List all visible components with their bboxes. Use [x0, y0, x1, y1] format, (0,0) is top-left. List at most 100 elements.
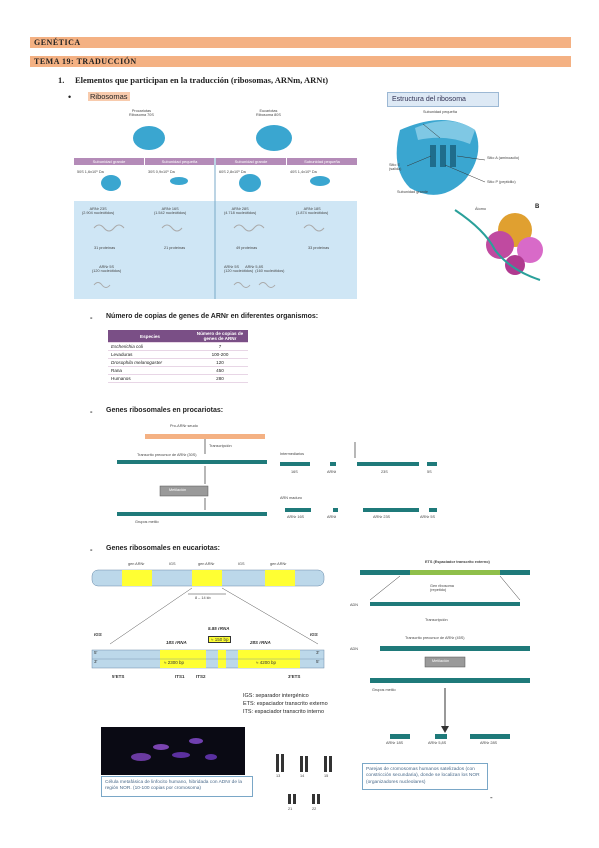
three-prime-top: 3'	[316, 650, 320, 655]
prok-small-subunit-shape	[170, 177, 188, 185]
caption-left: Célula metafásica de linfocito humano, h…	[101, 776, 253, 797]
euk-large-subunit-shape	[239, 174, 261, 192]
chromosome	[329, 756, 332, 772]
igs-label: IGS	[238, 562, 245, 566]
site-e	[430, 145, 436, 167]
ribosome-composition-svg	[74, 125, 357, 299]
chromosome	[300, 756, 303, 772]
igs-left: IGS	[94, 632, 102, 637]
legend-ets: ETS: espaciador transcrito externo	[243, 700, 328, 707]
label-its2: ITS2	[196, 674, 206, 679]
prok-top-label: Pro-ARNr seudo	[170, 424, 198, 428]
transcript-bar	[117, 460, 267, 464]
cell-copies: 120	[192, 358, 248, 367]
gene-label: gen ARNr	[198, 562, 215, 566]
label-150bp: ≈ 150 bp	[208, 636, 232, 643]
subject-label: GENÉTICA	[34, 38, 81, 47]
rna-strand	[454, 209, 541, 281]
legend-its: ITS: espaciador transcrito interno	[243, 708, 325, 715]
th-species: Especies	[108, 330, 192, 343]
precursor-bar	[380, 646, 530, 651]
inter-label: ARNt	[327, 470, 337, 474]
gene-label: gen ARNr	[128, 562, 145, 566]
gen-ribo: Gen ribosoma (repetido)	[430, 584, 454, 592]
inter-label: 23S	[381, 470, 388, 474]
metaphase-image	[101, 727, 245, 775]
zoom-line	[109, 587, 193, 645]
bullet-dot: •	[68, 92, 72, 102]
mature-label: ARNr 16S	[287, 515, 305, 519]
euk-ribosome-shape	[256, 125, 292, 151]
chrom-num: 22	[312, 807, 317, 811]
cell-copies: 450	[192, 366, 248, 375]
dna-bar	[145, 434, 265, 439]
gene-2	[192, 570, 222, 586]
prok-mature: ARN maduro	[280, 496, 302, 500]
final-label: ARNr 5,8S	[428, 741, 447, 745]
euk-title: Eucariotas Ribosoma 80S	[256, 109, 281, 117]
five-prime-bottom: 5'	[316, 659, 320, 664]
mass-euk-small: 40S 1,4x10⁶ Da	[290, 170, 317, 174]
chromosome	[324, 756, 327, 772]
proteins-prok-small: 21 proteínas	[164, 246, 186, 250]
cell-species: Levaduras	[108, 350, 192, 359]
intermediate-23s	[357, 462, 419, 466]
structure-title: Estructura del ribosoma	[387, 92, 499, 107]
euk-genes-heading: Genes ribosomales en eucariotas:	[106, 545, 220, 552]
legend-igs: IGS: separador intergénico	[243, 693, 309, 699]
protein-cluster	[517, 237, 543, 263]
prok-ribosome-shape	[133, 126, 165, 150]
intermediate-trna	[330, 462, 336, 466]
pointer-line	[422, 123, 441, 139]
euk-process-svg	[360, 570, 530, 739]
five-prime-top: 5'	[94, 650, 98, 655]
structure-svg	[396, 120, 543, 281]
euk-process-figure: ETS (Espaciador transcrito externo) Gen …	[350, 558, 540, 753]
subject-bar: GENÉTICA	[30, 37, 571, 48]
gene-label: gen ARNr	[270, 562, 287, 566]
chromosome	[276, 754, 279, 772]
final-18s	[390, 734, 410, 739]
copies-table: Especies Número de copias de genes de AR…	[108, 330, 248, 383]
protein-cluster	[505, 255, 525, 275]
euk-genes-svg	[91, 569, 325, 669]
pointer-line	[456, 155, 486, 161]
gene-highlight	[410, 570, 500, 575]
squiggle	[161, 224, 183, 232]
squiggle	[303, 224, 325, 232]
cell-species: Drosophila melanogaster	[108, 358, 192, 367]
table-header-row: Especies Número de copias de genes de AR…	[108, 330, 248, 343]
rrna-euk-small: ARNr 18S (1.874 nucleótidos)	[296, 207, 329, 215]
dash-marker: -	[90, 313, 93, 322]
header-euk-large: Subunidad grande	[216, 158, 286, 165]
pointer-line	[406, 155, 432, 167]
label-28s: 28S rRNA	[250, 640, 271, 645]
chrom-num: 13	[276, 774, 281, 778]
cell-species: Rana	[108, 366, 192, 375]
transcription-label: Transcripción	[425, 618, 448, 622]
zoom-line	[221, 587, 319, 645]
cell-species: Humanos	[108, 374, 192, 383]
inter-label: 16S	[291, 470, 298, 474]
label-3ets: 3'ETS	[288, 674, 301, 679]
page-marker: -	[490, 793, 493, 802]
euk-genes-figure: gen ARNr IGS gen ARNr IGS gen ARNr 8 – 1…	[90, 560, 330, 720]
zoom-line	[369, 575, 401, 601]
methylation-box	[424, 656, 466, 668]
methylation-label: Metilación	[432, 659, 450, 663]
squiggle	[93, 224, 125, 232]
header-prok-small: Subunidad pequeña	[145, 158, 214, 165]
final-label: ARNr 28S	[480, 741, 498, 745]
mature-23s	[363, 508, 419, 512]
prok-transcription: Transcripción	[209, 444, 232, 448]
ribosome-small-shape	[415, 120, 475, 144]
squiggle	[93, 282, 111, 288]
euk-small-subunit-shape	[310, 176, 330, 186]
cell-copies: 100-200	[192, 350, 248, 359]
chrom-num: 15	[324, 774, 329, 778]
adn-label-2: ADN	[350, 647, 359, 651]
cell-species: Escherichia coli	[108, 342, 192, 351]
